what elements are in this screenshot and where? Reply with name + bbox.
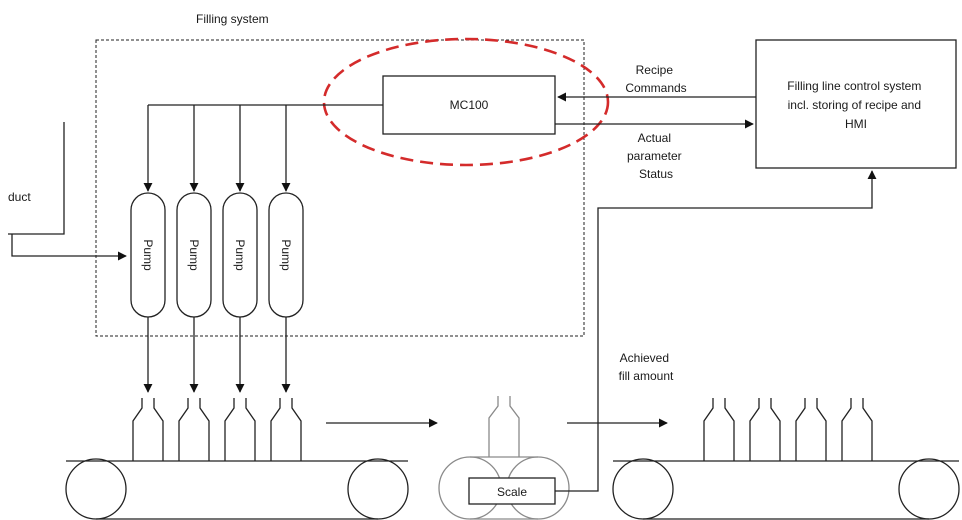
achieved-fill-label: Achieved fill amount: [619, 351, 674, 383]
bottle-3: [224, 398, 256, 461]
product-label: duct: [8, 190, 31, 204]
conveyor-left: [65, 458, 409, 520]
bottle-1: [132, 398, 164, 461]
mc100-label: MC100: [450, 98, 489, 112]
pump-2-label: Pump: [187, 239, 201, 271]
bottle-8: [841, 398, 873, 461]
recipe-commands-label: Recipe Commands: [625, 63, 686, 95]
mc100-box: [382, 75, 556, 135]
control-system-label: Filling line control system incl. storin…: [787, 79, 924, 131]
bottle-5: [703, 398, 735, 461]
product-feed-line: [11, 234, 127, 261]
bottle-2: [178, 398, 210, 461]
product-tank: [8, 122, 65, 235]
pump-1-label: Pump: [141, 239, 155, 271]
mc100-highlight: [322, 37, 610, 167]
scale-box: [468, 477, 556, 505]
control-system-box: [755, 39, 957, 169]
bottle-7: [795, 398, 827, 461]
bottle-6: [749, 398, 781, 461]
status-label: Actual parameter Status: [627, 131, 685, 181]
scale-label: Scale: [497, 485, 527, 499]
filling-system-boundary: [95, 39, 585, 337]
pump-3-label: Pump: [233, 239, 247, 271]
filling-system-title: Filling system: [196, 12, 269, 26]
fill-amount-feedback-line: [555, 170, 877, 492]
pump-4-label: Pump: [279, 239, 293, 271]
conveyor-right: [612, 458, 960, 520]
bottle-4: [270, 398, 302, 461]
